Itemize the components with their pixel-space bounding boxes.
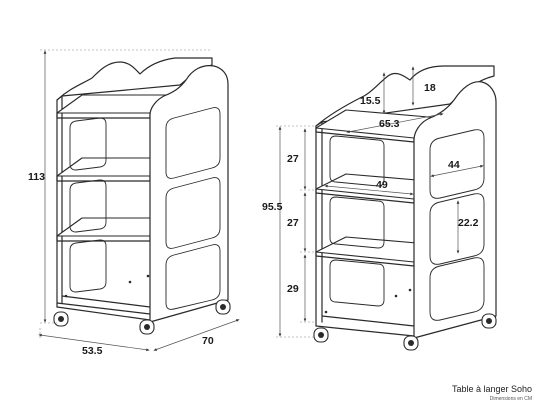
left-unit-drawing: [53, 57, 231, 335]
right-side-opening-bottom: [429, 257, 485, 321]
right-unit-drawing: [313, 65, 497, 351]
shelf-height-total-label: 95.5: [262, 201, 283, 213]
right-wheel-front-left: [313, 327, 329, 343]
middle-shelf-width-label: 49: [376, 179, 388, 191]
side-opening-height-label: 22.2: [458, 217, 479, 229]
left-wheel-front-right: [139, 319, 155, 335]
left-wheel-back-right: [215, 299, 231, 315]
caption-title: Table à langer Soho: [451, 384, 532, 394]
left-width-label: 53.5: [82, 345, 103, 357]
left-wheel-front-left: [53, 311, 69, 327]
right-side-opening-top: [429, 129, 485, 199]
side-opening-width-label: 44: [448, 159, 460, 171]
top-shelf-width-label: 65.3: [379, 118, 400, 130]
right-wheel-back-right: [481, 313, 497, 329]
caption-subtitle: Dimensions en CM: [489, 396, 532, 402]
caption: Table à langer Soho Dimensions en CM: [452, 384, 532, 402]
right-dimensions: 18 15.5 65.3 95.5 27 27 29 49 44 22.2: [262, 66, 484, 338]
left-side-opening-middle: [165, 177, 221, 249]
lower-gap-label: 29: [287, 283, 299, 295]
middle-gap-label: 27: [287, 217, 299, 229]
left-depth-label: 70: [202, 335, 214, 347]
top-inset-label: 15.5: [360, 95, 381, 107]
right-wheel-front-right: [403, 335, 419, 351]
right-side-opening-middle: [429, 193, 485, 265]
left-height-label: 113: [28, 171, 45, 183]
upper-gap-label: 27: [287, 153, 299, 165]
left-side-opening-top: [165, 107, 221, 179]
top-rail-height-label: 18: [424, 82, 436, 94]
left-dimensions: 113 53.5 70: [28, 49, 240, 357]
left-side-opening-bottom: [165, 244, 221, 310]
